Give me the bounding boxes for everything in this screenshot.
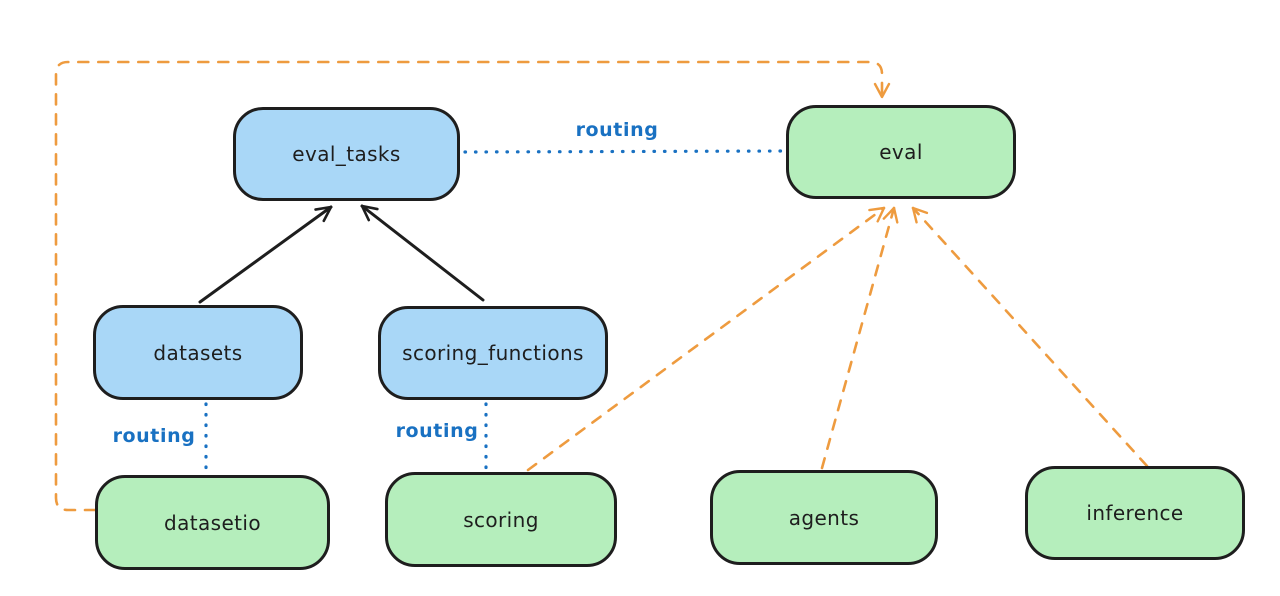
node-eval: eval bbox=[786, 105, 1016, 199]
node-agents: agents bbox=[710, 470, 938, 565]
edge-scoring-to-eval-dashed bbox=[526, 206, 886, 472]
edge-label-routing-left: routing bbox=[112, 425, 196, 447]
edge-inference-to-eval-dashed bbox=[911, 206, 1149, 468]
node-scoring-functions: scoring_functions bbox=[378, 306, 608, 400]
node-eval-tasks: eval_tasks bbox=[233, 107, 460, 201]
edge-datasets-to-eval-tasks bbox=[198, 205, 333, 304]
edge-scoring-functions-to-eval-tasks bbox=[360, 204, 485, 302]
node-eval-label: eval bbox=[879, 140, 923, 164]
node-datasetio-label: datasetio bbox=[163, 510, 261, 535]
node-datasets: datasets bbox=[93, 305, 303, 400]
edge-agents-to-eval-dashed bbox=[820, 206, 899, 470]
edge-label-routing-middle: routing bbox=[395, 420, 479, 442]
node-agents-label: agents bbox=[788, 505, 860, 530]
node-datasets-label: datasets bbox=[153, 340, 243, 365]
node-scoring-functions-label: scoring_functions bbox=[402, 341, 584, 365]
node-eval-tasks-label: eval_tasks bbox=[292, 142, 401, 166]
edge-label-routing-top: routing bbox=[575, 119, 659, 141]
node-datasetio: datasetio bbox=[95, 475, 330, 570]
node-scoring-label: scoring bbox=[463, 507, 539, 532]
edge-eval-tasks-to-eval-routing bbox=[463, 149, 785, 154]
node-scoring: scoring bbox=[385, 472, 617, 567]
node-inference-label: inference bbox=[1086, 501, 1184, 525]
edge-datasetio-to-eval-dashed bbox=[54, 60, 891, 512]
node-inference: inference bbox=[1025, 466, 1245, 560]
